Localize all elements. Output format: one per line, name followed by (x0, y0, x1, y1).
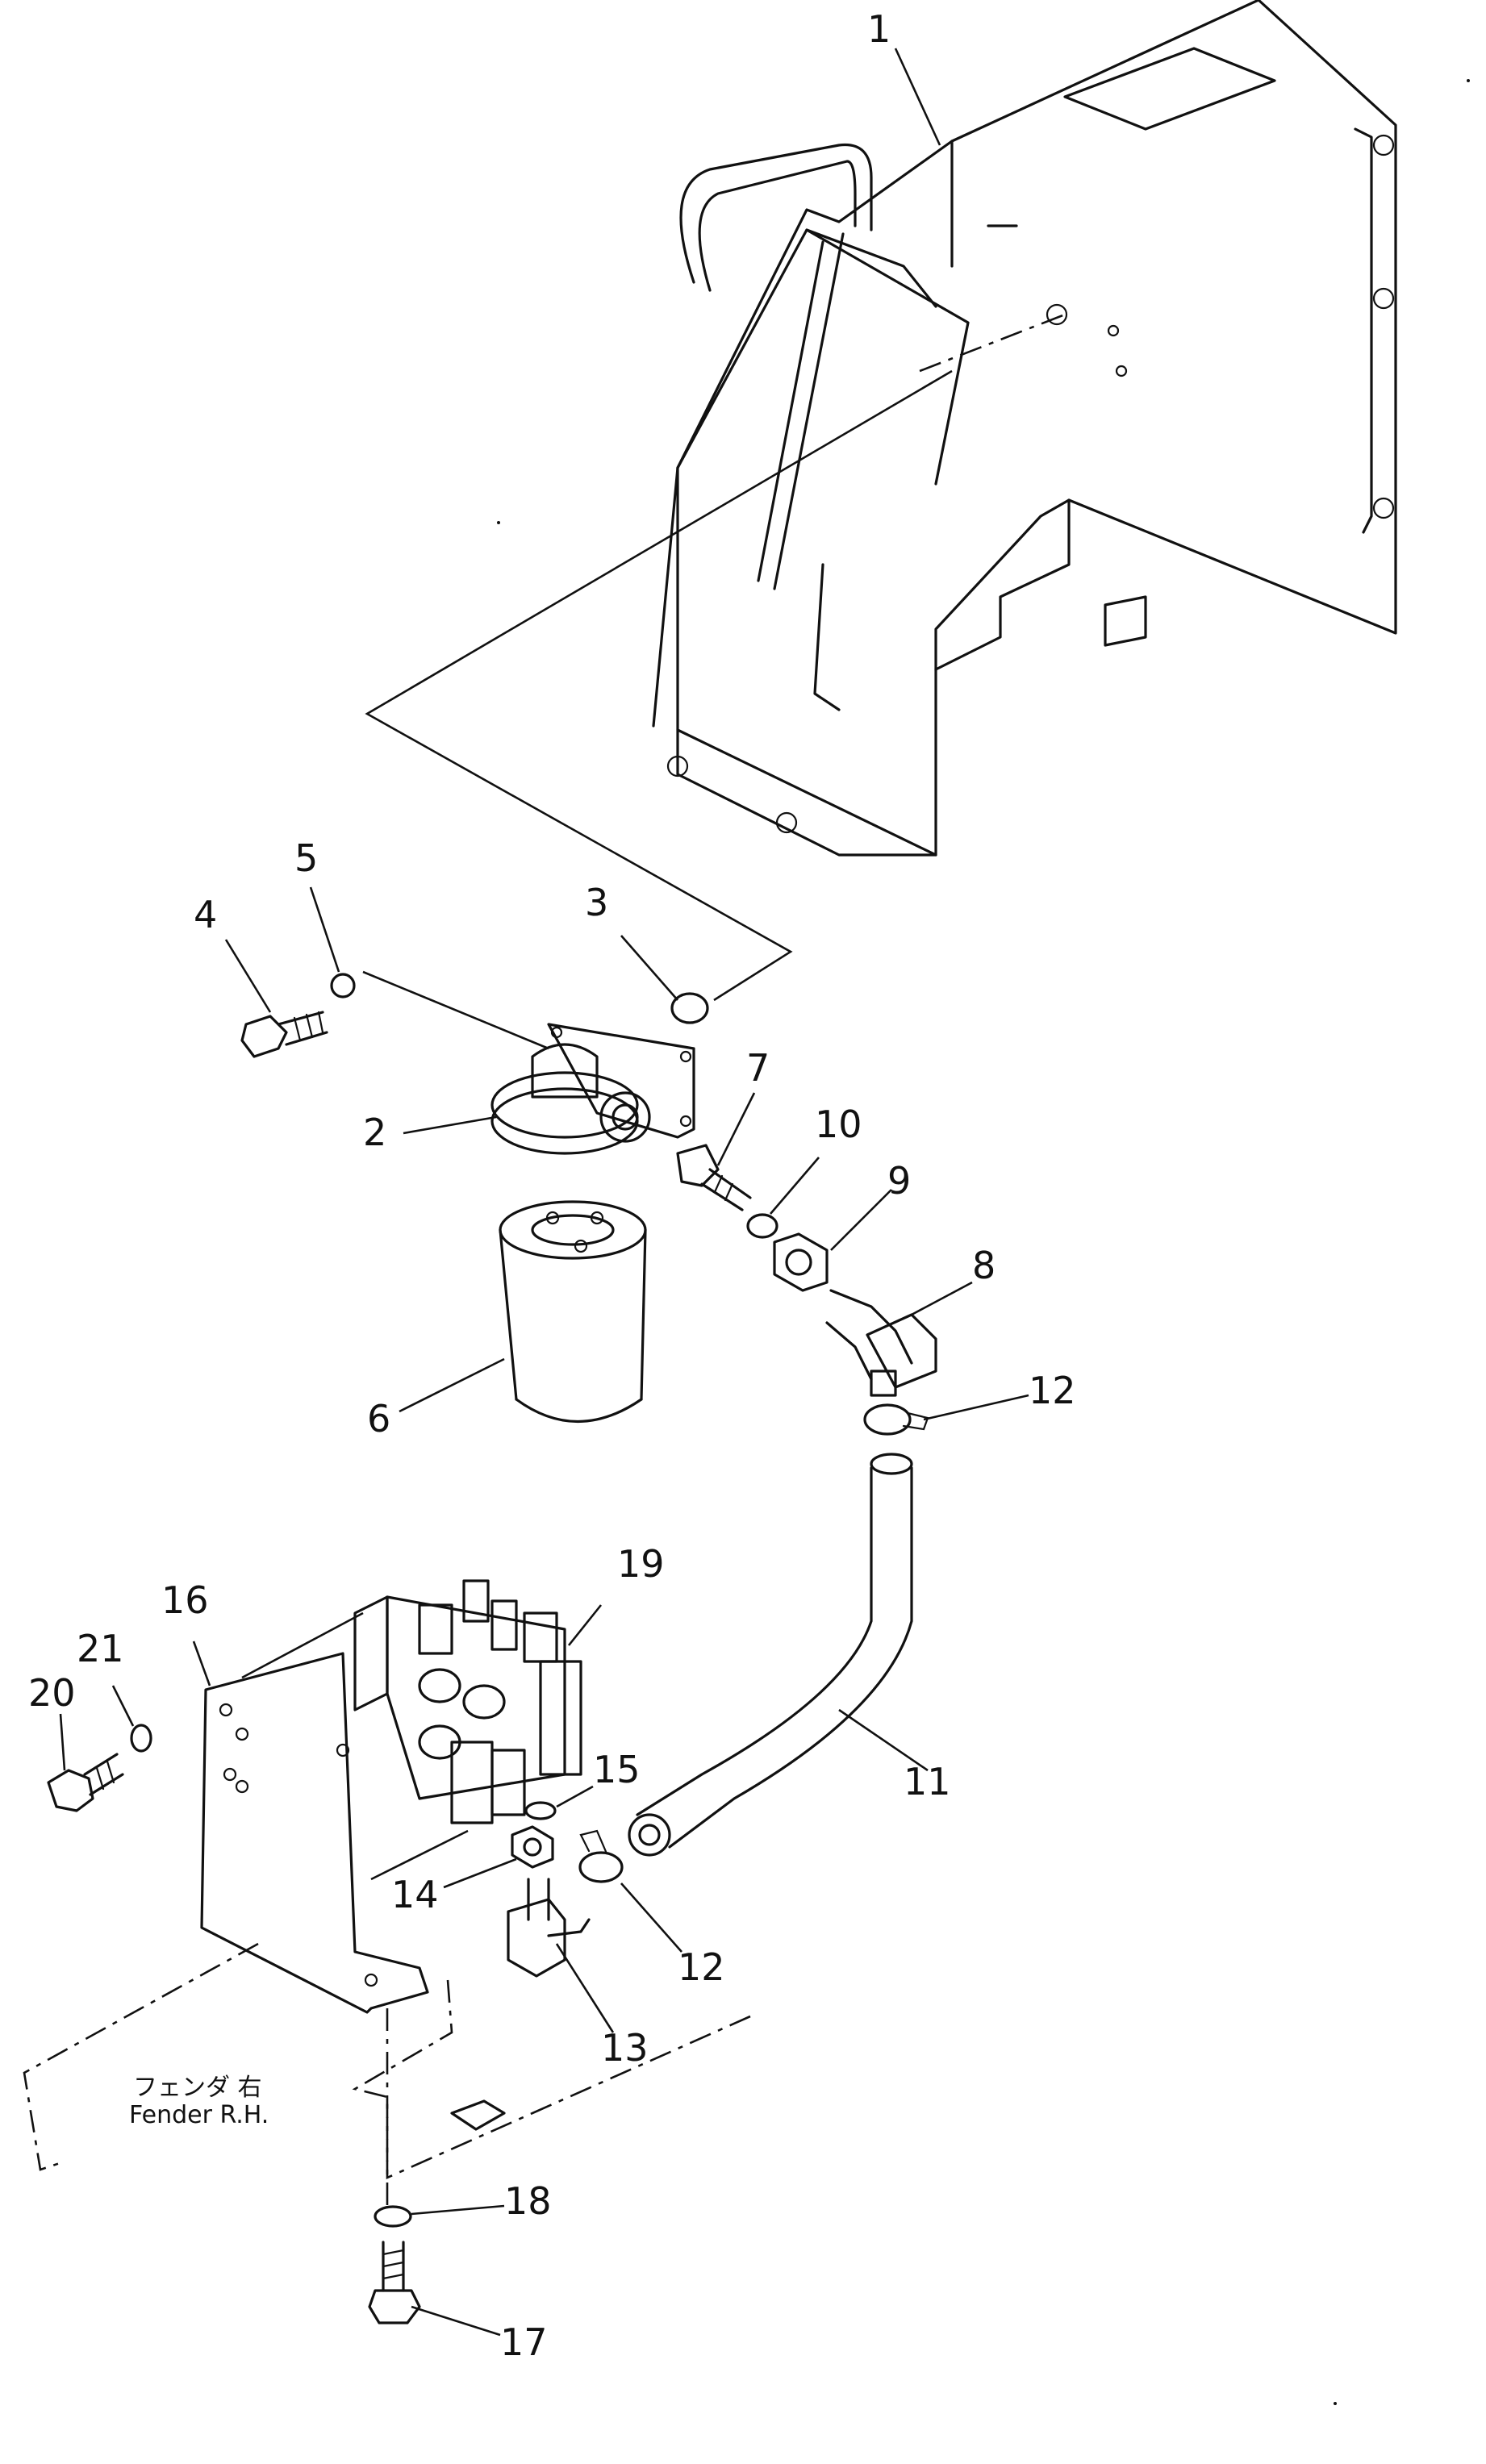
leader-lines (59, 48, 1029, 2337)
callout-1: 1 (867, 7, 891, 51)
nut-9 (773, 1232, 829, 1292)
callout-18: 18 (504, 2179, 552, 2223)
fender-note-english: Fender R.H. (129, 2101, 269, 2129)
callout-11: 11 (904, 1760, 951, 1803)
callout-21: 21 (77, 1627, 124, 1670)
callout-8: 8 (972, 1244, 996, 1287)
callout-17: 17 (500, 2320, 548, 2364)
clamp-12-upper (863, 1403, 929, 1436)
callout-10: 10 (815, 1103, 862, 1146)
fender-note-japanese: フェンダ 右 (133, 2074, 262, 2102)
filter-head (362, 970, 695, 1155)
callout-6: 6 (367, 1397, 390, 1440)
bolt-20 (47, 1753, 124, 1812)
callout-16: 16 (161, 1578, 209, 1622)
washer-5 (330, 973, 356, 999)
callout-4: 4 (194, 893, 217, 936)
dashed-connection-line (919, 313, 1066, 373)
bolt-4 (240, 1011, 328, 1058)
bracket-plate-16 (200, 1611, 469, 2014)
callout-20: 20 (28, 1671, 76, 1715)
hose-11 (628, 1453, 913, 1857)
washer-18 (374, 2205, 412, 2228)
washer-21 (130, 1724, 152, 1753)
valve-block-19 (353, 1579, 582, 1824)
tank-to-oring-line (365, 369, 953, 1002)
callout-9: 9 (887, 1159, 911, 1203)
callout-7: 7 (746, 1046, 770, 1090)
o-ring-3 (670, 992, 709, 1024)
stray-dot (497, 521, 500, 524)
nut-14 (511, 1825, 554, 1869)
o-ring-15 (524, 1801, 557, 1820)
callout-12-upper: 12 (1029, 1369, 1076, 1412)
filter-cartridge (499, 1200, 647, 1424)
elbow-13 (507, 1878, 591, 1978)
callout-19: 19 (617, 1542, 665, 1586)
valve-7 (676, 1144, 752, 1211)
o-ring-10 (746, 1213, 778, 1239)
callout-2: 2 (363, 1111, 386, 1154)
stray-dot (1467, 79, 1470, 82)
clamp-12-lower (578, 1829, 624, 1883)
callout-5: 5 (294, 836, 318, 880)
tank-housing (652, 0, 1397, 857)
callout-14: 14 (391, 1873, 439, 1916)
callout-3: 3 (585, 881, 608, 924)
callout-labels: 1 2 3 4 5 6 7 8 9 10 11 12 12 13 14 15 1… (28, 7, 1076, 2364)
elbow-8 (825, 1289, 937, 1397)
callout-12-lower: 12 (678, 1945, 725, 1989)
stray-dot (1334, 2402, 1337, 2405)
bolt-17 (368, 2241, 421, 2324)
callout-15: 15 (593, 1748, 641, 1791)
fender-rh: フェンダ 右 Fender R.H. (23, 1942, 751, 2210)
callout-13: 13 (601, 2026, 649, 2070)
